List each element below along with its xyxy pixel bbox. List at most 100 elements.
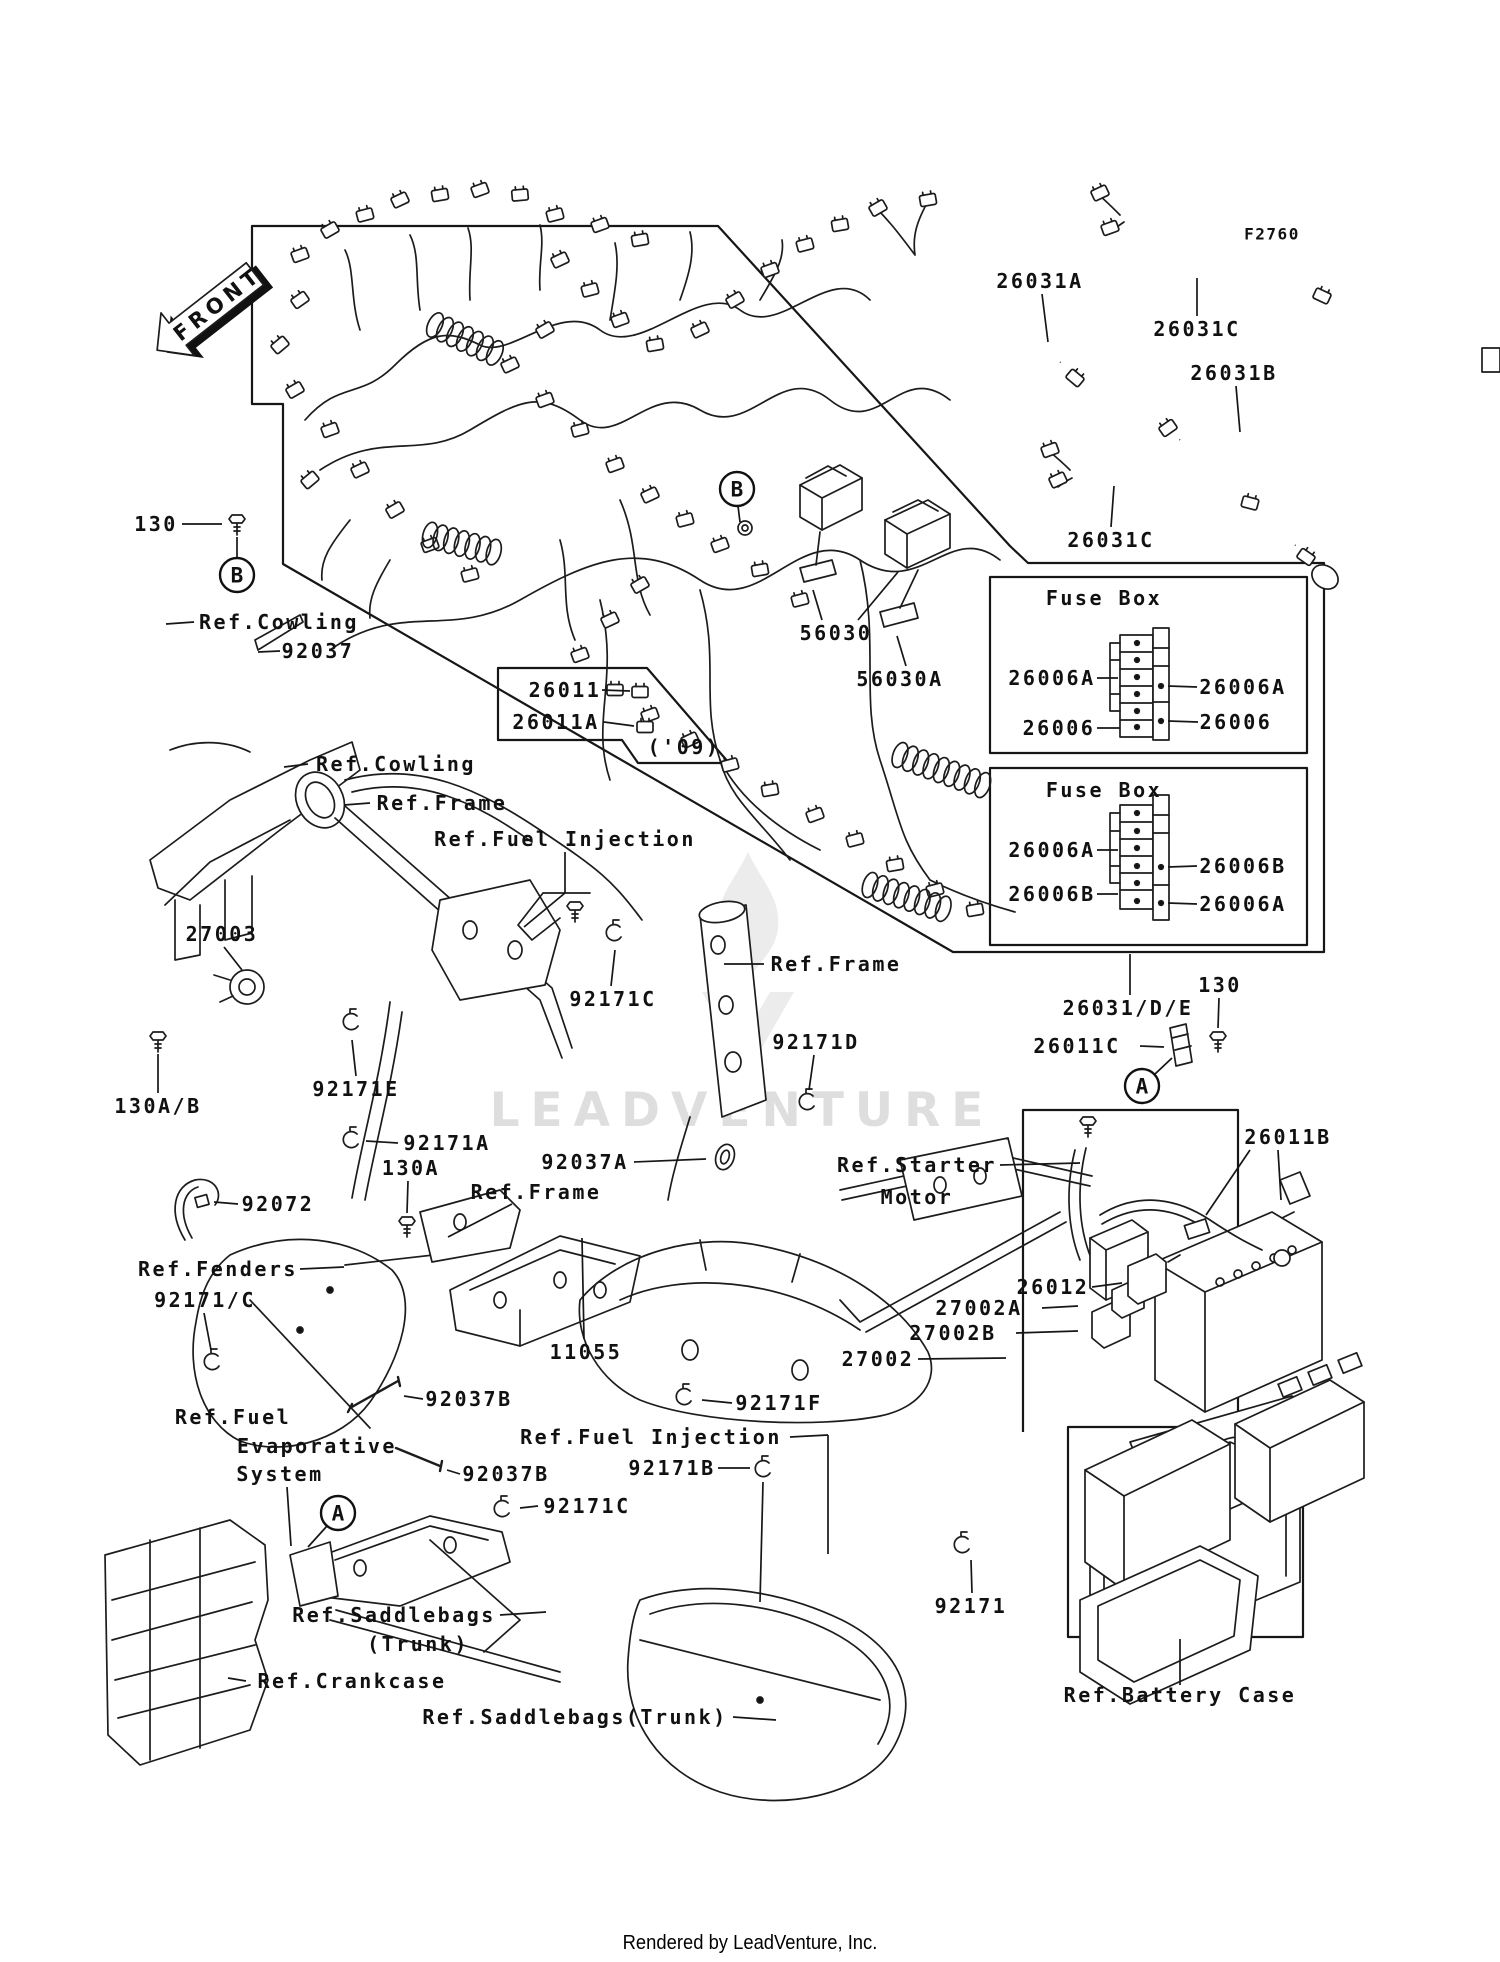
label-26031c-2: 26031C <box>1067 528 1154 552</box>
label-ref-battery-case: Ref.Battery Case <box>1064 1683 1297 1707</box>
leader-92037b-2 <box>446 1469 461 1475</box>
label-ref-frame-1: Ref.Frame <box>377 791 508 815</box>
leader-27002b <box>1015 1330 1079 1334</box>
leader-27003 <box>223 946 243 971</box>
relay-56030-parts <box>799 464 951 628</box>
label-26011b: 26011B <box>1244 1125 1331 1149</box>
artwork-layer: FRONT <box>104 179 1500 1802</box>
fuse-ladders <box>1109 627 1170 921</box>
part-26011-callout-box <box>496 666 731 765</box>
leader-ref-cowling-1 <box>165 621 195 625</box>
labels: 130F276026031A26031C26031B26031C56030560… <box>114 225 1331 1729</box>
leader-lines <box>157 278 1282 1721</box>
circled-letters: B B A A <box>218 470 1161 1532</box>
leader-92171a <box>365 1140 399 1144</box>
leader-circle-2 <box>1154 1057 1173 1075</box>
label-27002a: 27002A <box>935 1296 1022 1320</box>
starter-battery-region <box>1068 1023 1323 1413</box>
label-fb1-26006-right: 26006 <box>1200 710 1273 734</box>
label-92171b: 92171B <box>628 1456 715 1480</box>
rear-center-panel <box>578 1239 933 1424</box>
label-92171e: 92171E <box>312 1077 399 1101</box>
label-27003: 27003 <box>186 922 259 946</box>
circled-letter-a-2: A <box>1123 1067 1161 1105</box>
label-92171c-3: 92171C <box>543 1494 630 1518</box>
leader-26012 <box>1091 1282 1123 1288</box>
bracket-11055 <box>419 1189 641 1347</box>
label-130-right: 130 <box>1198 973 1242 997</box>
label-92171-slash-c: 92171/C <box>154 1288 256 1312</box>
leader-ref-fuel-injection-1 <box>523 892 566 928</box>
label-92072: 92072 <box>242 1192 315 1216</box>
cable-26031c-2 <box>1049 451 1247 508</box>
leader-130a <box>406 1180 409 1214</box>
label-92037b-1: 92037B <box>425 1387 512 1411</box>
leader-92171c-1 <box>610 949 616 987</box>
circled-letter-b-0: B <box>218 556 256 594</box>
label-ref-saddlebags-2: Ref.Saddlebags(Trunk) <box>422 1705 727 1729</box>
label-92171a: 92171A <box>403 1131 490 1155</box>
label-92037: 92037 <box>282 639 355 663</box>
label-26011a: 26011A <box>512 710 599 734</box>
label-56030a: 56030A <box>856 667 943 691</box>
structure-layer <box>250 224 1326 1639</box>
label-26031b: 26031B <box>1190 361 1277 385</box>
fuse-ladder-1 <box>1109 627 1170 741</box>
leader-ref-fenders <box>299 1266 345 1270</box>
label-ref-saddlebags-1: Ref.Saddlebags <box>292 1603 496 1627</box>
label-fb1-26006-left: 26006 <box>1023 716 1096 740</box>
leader-ref-crankcase <box>227 1677 247 1682</box>
label-27002: 27002 <box>842 1347 915 1371</box>
label-26031c-1: 26031C <box>1153 317 1240 341</box>
leader-fb2-26006b-right <box>1167 865 1198 868</box>
leader-92171d <box>808 1054 815 1091</box>
leader-56030 <box>812 589 823 621</box>
label-fb2-26006a-right: 26006A <box>1199 892 1286 916</box>
label-92171f: 92171F <box>735 1391 822 1415</box>
label-fuse-title-1: Fuse Box <box>1046 586 1162 610</box>
leader-26031c-2 <box>1110 485 1115 528</box>
leader-ref-saddlebags-2 <box>732 1716 777 1721</box>
leader-92171e <box>351 1039 357 1077</box>
label-ref-starter-motor-1: Ref.Starter <box>837 1153 997 1177</box>
label-ref-crankcase: Ref.Crankcase <box>257 1669 446 1693</box>
circled-letter-a-3: A <box>319 1494 357 1532</box>
label-11055: 11055 <box>550 1340 623 1364</box>
circled-letter-b-1: B <box>718 470 756 508</box>
leader-11055 <box>581 1237 585 1340</box>
leader-26011a <box>603 721 635 727</box>
label-fuse-title-2: Fuse Box <box>1046 778 1162 802</box>
leader-ref-fuel-injection-2 <box>789 1434 829 1438</box>
leader-56030a <box>896 635 907 667</box>
horn-27003 <box>213 969 265 1005</box>
ecu-27002-parts <box>1079 1253 1365 1705</box>
label-92171: 92171 <box>935 1594 1008 1618</box>
leader-fb2-26006a-right <box>1167 902 1198 905</box>
label-92171c-1: 92171C <box>569 987 656 1011</box>
svg-text:A: A <box>332 1502 345 1526</box>
frame-assembly <box>294 771 767 1201</box>
label-fb2-26006a-left: 26006A <box>1008 838 1095 862</box>
tag-56030 <box>799 559 837 583</box>
cowling-parts <box>149 614 361 961</box>
label-ref-saddlebags-1-trunk: (Trunk) <box>367 1632 469 1656</box>
leader-ref-fuel-evap-3 <box>286 1486 292 1547</box>
leader-92037 <box>257 650 281 653</box>
svg-text:A: A <box>1136 1075 1149 1099</box>
label-year-09: ('09) <box>648 735 721 759</box>
leader-fb1-26006a-right <box>1167 685 1198 688</box>
label-27002b: 27002B <box>909 1321 996 1345</box>
leader-26011b <box>1205 1149 1251 1216</box>
label-130ab: 130A/B <box>114 1094 201 1118</box>
leader-27002a <box>1041 1305 1079 1309</box>
label-ref-cowling-2: Ref.Cowling <box>316 752 476 776</box>
leader-ref-cowling-2 <box>283 763 309 768</box>
label-ref-fuel-evap-2: Evaporative <box>237 1434 397 1458</box>
label-130a: 130A <box>382 1156 440 1180</box>
label-26031de: 26031/D/E <box>1063 996 1194 1020</box>
fuse-box-1-outline <box>988 575 1309 755</box>
label-26012: 26012 <box>1017 1275 1090 1299</box>
label-ref-fuel-injection-2: Ref.Fuel Injection <box>520 1425 782 1449</box>
clamps-92171 <box>203 919 970 1554</box>
